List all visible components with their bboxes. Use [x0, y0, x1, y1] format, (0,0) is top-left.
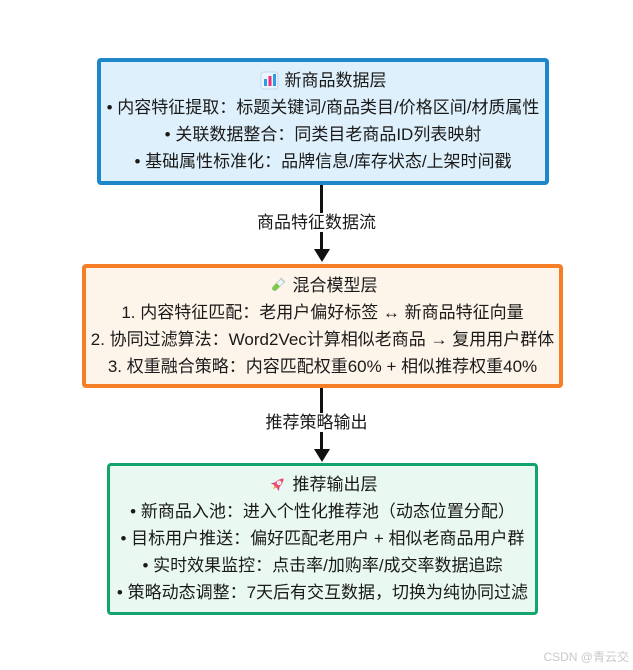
arrow-down-icon	[314, 449, 330, 462]
test-tube-icon	[268, 276, 287, 295]
data-layer-line-1: • 内容特征提取：标题关键词/商品类目/价格区间/材质属性	[106, 98, 540, 117]
model-layer-title: 混合模型层	[86, 272, 559, 299]
arrow-line	[320, 185, 323, 250]
model-layer-line-2: 2. 协同过滤算法：Word2Vec计算相似老商品 → 复用用户群体	[90, 330, 555, 349]
data-layer-line-2: • 关联数据整合：同类目老商品ID列表映射	[164, 125, 482, 144]
model-layer-line-1: 1. 内容特征匹配：老用户偏好标签 ↔ 新商品特征向量	[121, 303, 524, 322]
model-layer-line-3: 3. 权重融合策略：内容匹配权重60% + 相似推荐权重40%	[107, 357, 538, 376]
arrow-down-icon	[314, 249, 330, 262]
model-layer-box: 混合模型层 1. 内容特征匹配：老用户偏好标签 ↔ 新商品特征向量 2. 协同过…	[82, 264, 563, 388]
model-layer-title-text: 混合模型层	[292, 276, 378, 295]
output-layer-title: 推荐输出层	[110, 471, 535, 498]
output-layer-line-3: • 实时效果监控：点击率/加购率/成交率数据追踪	[142, 556, 503, 575]
data-layer-title: 新商品数据层	[101, 67, 545, 94]
output-layer-box: 推荐输出层 • 新商品入池：进入个性化推荐池（动态位置分配） • 目标用户推送：…	[107, 463, 538, 615]
arrow-line	[320, 388, 323, 451]
output-layer-line-2: • 目标用户推送：偏好匹配老用户 + 相似老商品用户群	[120, 529, 525, 548]
bar-chart-icon	[260, 71, 279, 90]
arrow-2-label-text: 推荐策略输出	[262, 413, 371, 432]
watermark: CSDN @青云交	[543, 650, 629, 664]
output-layer-line-1: • 新商品入池：进入个性化推荐池（动态位置分配）	[130, 502, 515, 521]
data-layer-box: 新商品数据层 • 内容特征提取：标题关键词/商品类目/价格区间/材质属性 • 关…	[97, 58, 549, 185]
arrow-1-label-text: 商品特征数据流	[254, 213, 379, 232]
data-layer-title-text: 新商品数据层	[284, 71, 387, 90]
arrow-1-label: 商品特征数据流	[0, 210, 633, 236]
data-layer-line-3: • 基础属性标准化：品牌信息/库存状态/上架时间戳	[134, 152, 512, 171]
rocket-icon	[268, 475, 287, 494]
output-layer-line-4: • 策略动态调整：7天后有交互数据，切换为纯协同过滤	[116, 583, 529, 602]
arrow-2-label: 推荐策略输出	[0, 410, 633, 436]
output-layer-title-text: 推荐输出层	[292, 475, 378, 494]
